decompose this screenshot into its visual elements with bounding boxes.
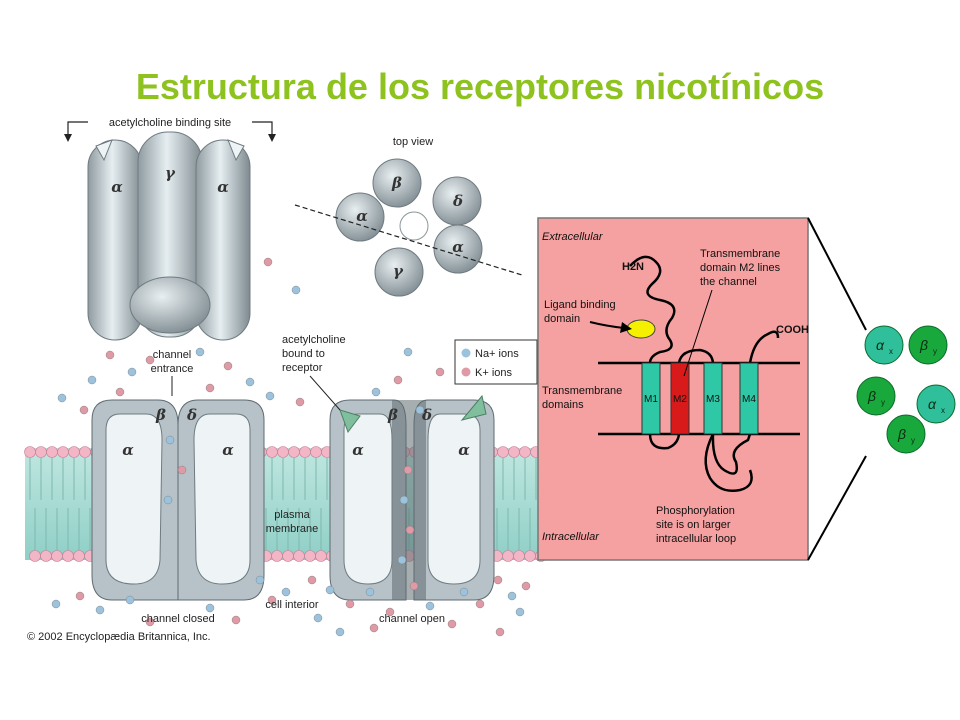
channel-closed: α β δ α xyxy=(91,399,265,601)
ligand-binding-label-1: Ligand binding xyxy=(544,299,616,311)
phosphorylation-label-1: Phosphorylation xyxy=(656,505,735,517)
top-subunit-gamma: γ xyxy=(393,262,404,280)
channel-entrance-label-2: entrance xyxy=(151,363,194,375)
m2-note-label-2: domain M2 lines xyxy=(700,262,781,274)
channel-entrance-label-1: channel xyxy=(153,349,192,361)
extracellular-label: Extracellular xyxy=(542,231,604,243)
svg-text:β: β xyxy=(897,426,906,442)
svg-text:y: y xyxy=(911,436,915,445)
copyright-text: © 2002 Encyclopædia Britannica, Inc. xyxy=(27,631,211,643)
svg-text:y: y xyxy=(881,398,885,407)
top-subunit-delta: δ xyxy=(452,192,463,210)
top-subunit-alpha-right: α xyxy=(452,238,464,256)
closed-subunit-alpha-left: α xyxy=(122,441,134,459)
c-terminus-label: COOH xyxy=(776,324,809,336)
topology-panel: Extracellular Intracellular M1 M2 M3 M4 H2N… xyxy=(537,217,809,561)
segment-m4-label: M4 xyxy=(742,394,756,405)
channel-open-label: channel open xyxy=(379,613,445,625)
side-subunit-1: α xyxy=(111,178,123,196)
svg-text:x: x xyxy=(941,406,945,415)
binding-site-label: acetylcholine binding site xyxy=(109,117,231,129)
slide-title: Estructura de los receptores nicotínicos xyxy=(135,66,825,107)
open-subunit-beta: β xyxy=(387,406,398,424)
cell-interior-label: cell interior xyxy=(265,599,319,611)
phosphorylation-label-2: site is on larger xyxy=(656,519,731,531)
svg-text:α: α xyxy=(928,396,937,412)
plasma-membrane-label-2: membrane xyxy=(266,523,319,535)
k-ions-label: K+ ions xyxy=(475,367,512,379)
top-subunit-beta: β xyxy=(391,174,402,192)
open-subunit-alpha-left: α xyxy=(352,441,364,459)
receptor-side-view: α γ α xyxy=(87,131,251,341)
ach-bound-label-3: receptor xyxy=(282,362,323,374)
segment-m3 xyxy=(703,362,723,435)
svg-text:x: x xyxy=(889,347,893,356)
segment-m1 xyxy=(641,362,661,435)
open-subunit-delta: δ xyxy=(421,406,432,424)
side-subunit-3: α xyxy=(217,178,229,196)
tm-domains-label-2: domains xyxy=(542,399,584,411)
m2-note-label-1: Transmembrane xyxy=(700,248,780,260)
phosphorylation-label-3: intracellular loop xyxy=(656,533,736,545)
n-terminus-label: H2N xyxy=(622,261,644,273)
segment-m3-label: M3 xyxy=(706,394,720,405)
m2-note-label-3: the channel xyxy=(700,276,757,288)
closed-subunit-beta: β xyxy=(155,406,166,424)
closed-subunit-alpha-right: α xyxy=(222,441,234,459)
ion-legend: Na+ ions K+ ions xyxy=(454,339,538,385)
na-ions-label: Na+ ions xyxy=(475,348,519,360)
open-subunit-alpha-right: α xyxy=(458,441,470,459)
ach-bound-label-2: bound to xyxy=(282,348,325,360)
top-subunit-alpha-left: α xyxy=(356,207,368,225)
plasma-membrane-label-1: plasma xyxy=(274,509,310,521)
segment-m2 xyxy=(670,362,690,435)
svg-text:β: β xyxy=(867,388,876,404)
na-ion-swatch xyxy=(461,348,471,358)
receptor-top-view: β δ α γ α xyxy=(294,158,523,297)
britannica-illustration: acetylcholine binding site α γ α top vie… xyxy=(24,117,547,643)
channel-open: α β δ α xyxy=(329,394,495,601)
segment-m2-label: M2 xyxy=(673,394,687,405)
svg-text:β: β xyxy=(919,337,928,353)
svg-text:α: α xyxy=(876,337,885,353)
side-subunit-2: γ xyxy=(165,164,176,182)
segment-m1-label: M1 xyxy=(644,394,658,405)
svg-text:y: y xyxy=(933,347,937,356)
binding-site-bracket xyxy=(64,121,276,142)
ion-particles xyxy=(51,257,531,637)
intracellular-label: Intracellular xyxy=(542,531,600,543)
k-ion-swatch xyxy=(461,367,471,377)
ach-bound-label-1: acetylcholine xyxy=(282,334,346,346)
segment-m4 xyxy=(739,362,759,435)
top-view-label: top view xyxy=(393,136,433,148)
channel-closed-label: channel closed xyxy=(141,613,214,625)
tm-domains-label-1: Transmembrane xyxy=(542,385,622,397)
transmembrane-segments: M1 M2 M3 M4 xyxy=(641,362,759,435)
ligand-binding-label-2: domain xyxy=(544,313,580,325)
closed-subunit-delta: δ xyxy=(186,406,197,424)
